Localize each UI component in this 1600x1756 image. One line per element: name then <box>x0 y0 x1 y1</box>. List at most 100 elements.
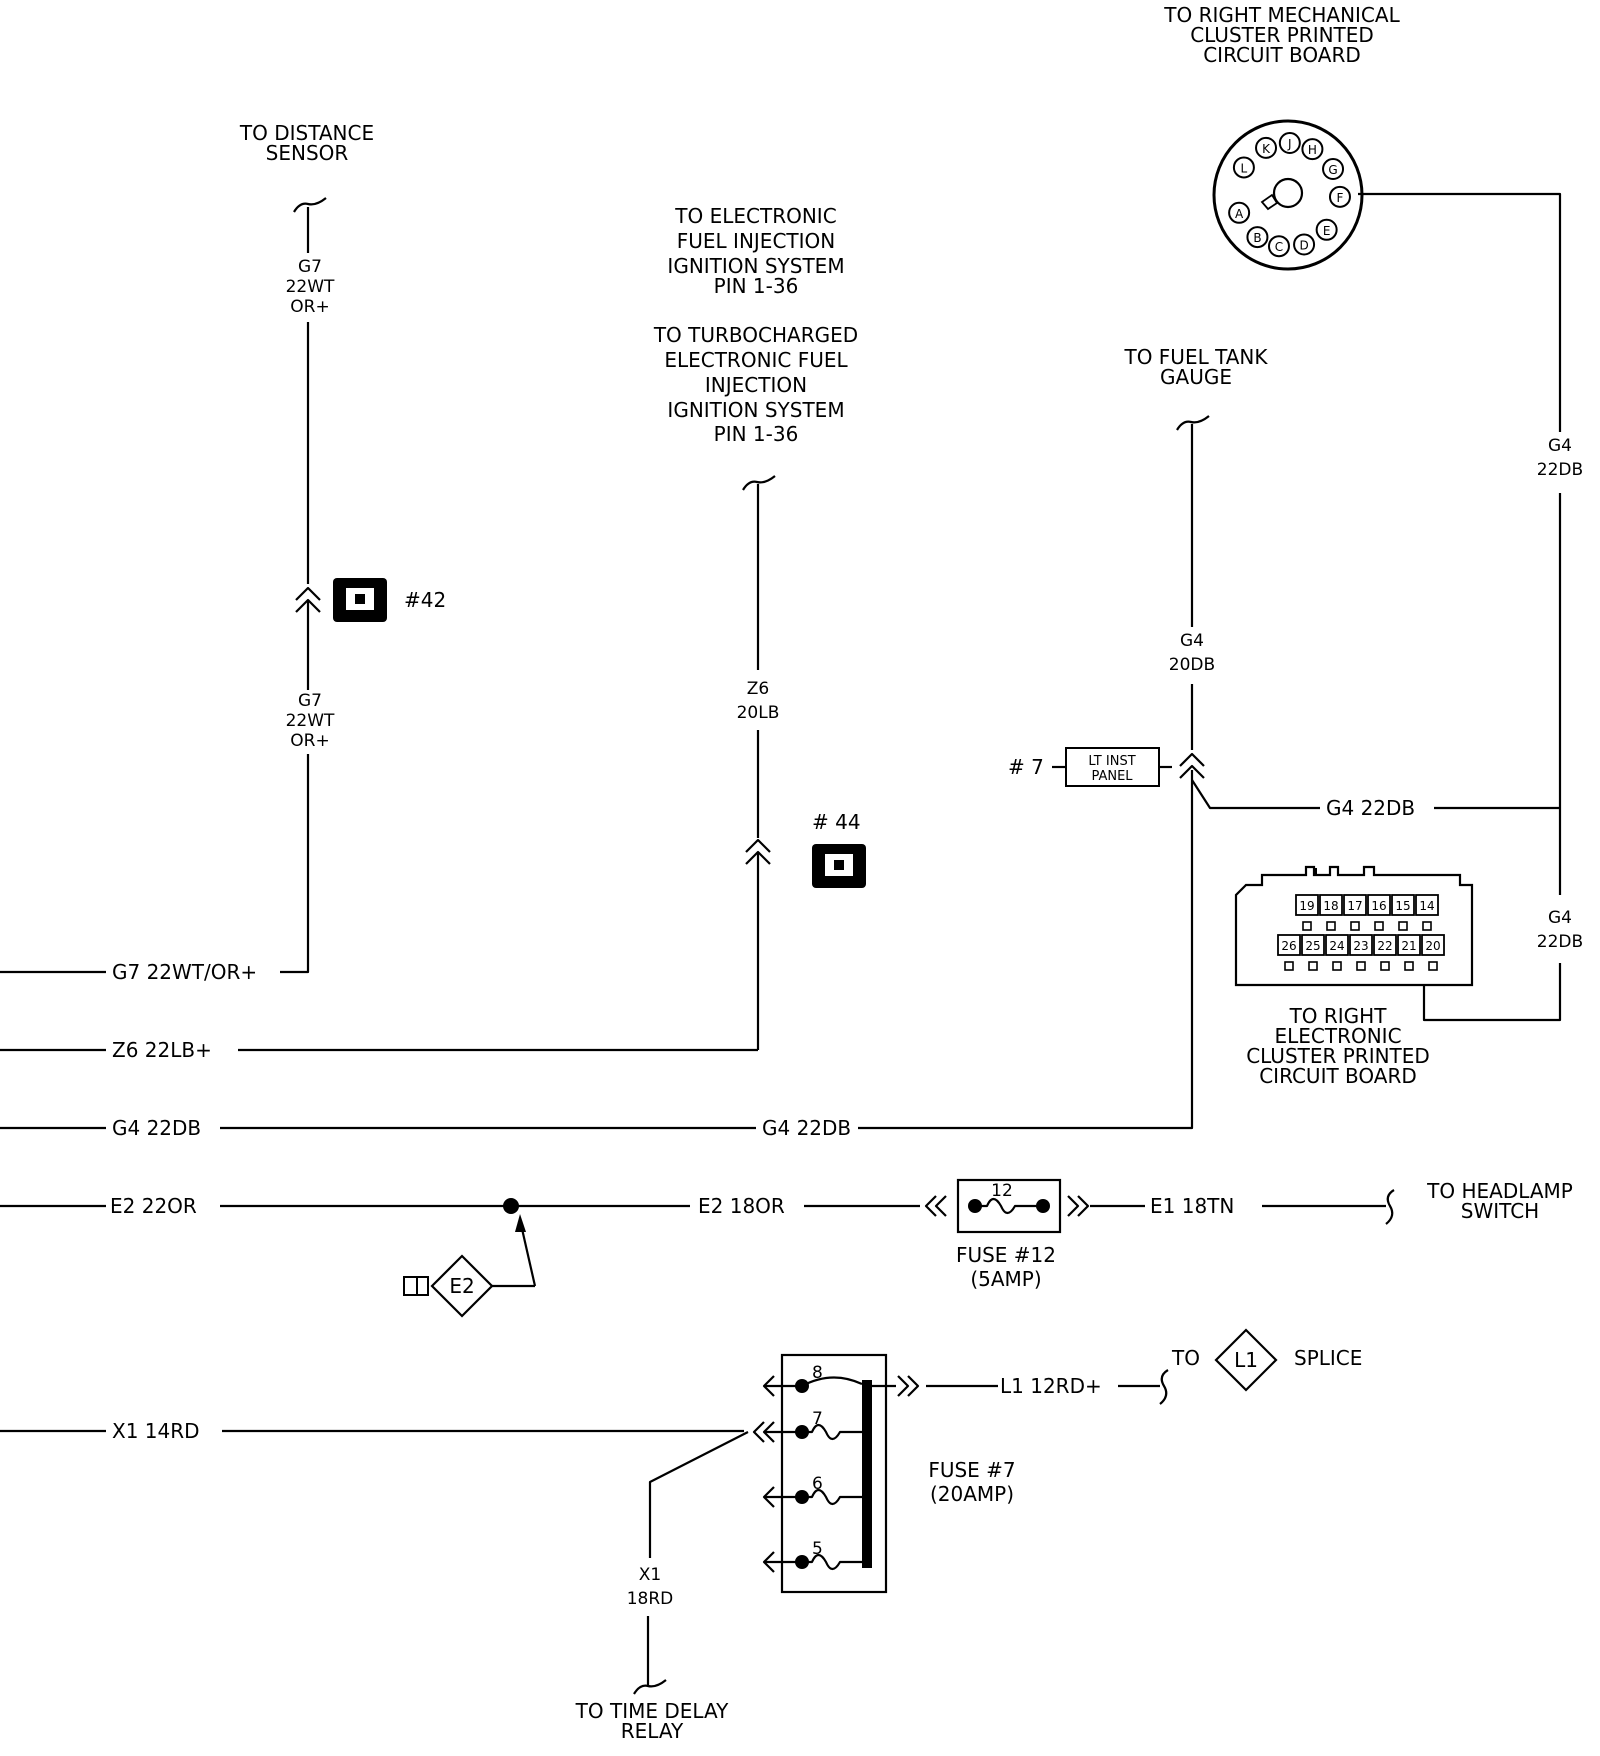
splice-label: SPLICE <box>1294 1346 1362 1370</box>
svg-text:18RD: 18RD <box>627 1589 674 1609</box>
ecu-pin-label-14: 14 <box>1419 899 1434 913</box>
ecu-socket-bottom <box>1332 961 1342 971</box>
e2-reference-diamond <box>430 1254 494 1318</box>
ecu-socket-top <box>1422 921 1432 931</box>
wire-label-e2-22or: E2 22OR <box>110 1194 197 1218</box>
svg-text:12: 12 <box>991 1181 1013 1201</box>
wire-label-x1-14rd: X1 14RD <box>112 1419 200 1443</box>
svg-text:Z6: Z6 <box>747 679 769 699</box>
ecu-pin-label-18: 18 <box>1323 899 1338 913</box>
ecu-pin-label-23: 23 <box>1353 939 1368 953</box>
round-pin-e <box>1315 218 1338 241</box>
ecu-socket-top <box>1326 921 1336 931</box>
round-pin-label-f: F <box>1337 191 1344 205</box>
round-pin-k <box>1255 136 1278 159</box>
round-pin-label-d: D <box>1299 238 1308 252</box>
connector-label-42: #42 <box>404 588 446 612</box>
efi-label-1: TO ELECTRONIC FUEL INJECTION IGNITION SY… <box>667 204 844 298</box>
ecu-pin-20 <box>1421 934 1445 956</box>
svg-text:GAUGE: GAUGE <box>1160 365 1232 389</box>
ecu-socket-bottom <box>1428 961 1438 971</box>
ecu-socket-bottom <box>1404 961 1414 971</box>
ecu-pin-label-22: 22 <box>1377 939 1392 953</box>
svg-text:TO RIGHT: TO RIGHT <box>1289 1004 1388 1028</box>
ecu-pin-label-16: 16 <box>1371 899 1386 913</box>
round-pin-h <box>1301 138 1324 161</box>
fuse-7-caption: FUSE #7 (20AMP) <box>928 1458 1015 1506</box>
svg-text:G4: G4 <box>1548 436 1572 456</box>
wire-label-z6-horizontal: Z6 22LB+ <box>112 1038 212 1062</box>
wire-label-g4-22db-right-top: G4 22DB <box>1537 436 1583 480</box>
svg-text:SENSOR: SENSOR <box>266 141 349 165</box>
round-pin-label-c: C <box>1275 240 1283 254</box>
svg-text:G4: G4 <box>1180 631 1204 651</box>
round-pin-g <box>1322 158 1345 180</box>
fuse-element <box>802 1423 862 1441</box>
fuse-cavity-number: 7 <box>812 1409 823 1429</box>
ecu-pin-label-20: 20 <box>1425 939 1440 953</box>
splice-dot-e2 <box>503 1198 519 1214</box>
round-pin-b <box>1246 226 1269 249</box>
svg-text:OR+: OR+ <box>290 731 329 751</box>
ecu-socket-top <box>1374 921 1384 931</box>
splice-to-label: TO <box>1171 1346 1200 1370</box>
round-pin-c <box>1267 235 1290 258</box>
ecu-pin-15 <box>1391 894 1415 916</box>
ecu-socket-bottom <box>1356 961 1366 971</box>
svg-text:RELAY: RELAY <box>621 1719 684 1743</box>
fuse-cavity-number: 6 <box>812 1474 823 1494</box>
wire-label-g7-lower: G7 22WT OR+ <box>286 691 335 751</box>
ecu-pin-label-25: 25 <box>1305 939 1320 953</box>
round-pin-label-e: E <box>1323 224 1331 238</box>
svg-text:20DB: 20DB <box>1169 655 1215 675</box>
svg-text:X1: X1 <box>639 1565 661 1585</box>
time-delay-relay-label: TO TIME DELAY RELAY <box>575 1699 729 1743</box>
round-pin-label-h: H <box>1308 143 1317 157</box>
lt-inst-panel-box <box>1065 747 1160 787</box>
ecu-socket-top <box>1302 921 1312 931</box>
svg-text:G7: G7 <box>298 257 322 277</box>
svg-text:TO TURBOCHARGED: TO TURBOCHARGED <box>653 323 858 347</box>
terminal-time-delay-relay <box>633 1679 667 1695</box>
svg-text:IGNITION SYSTEM: IGNITION SYSTEM <box>667 254 844 278</box>
wire-label-g7-horizontal: G7 22WT/OR+ <box>112 960 257 984</box>
svg-text:PIN 1-36: PIN 1-36 <box>714 274 799 298</box>
svg-text:INJECTION: INJECTION <box>705 373 807 397</box>
svg-text:FUEL INJECTION: FUEL INJECTION <box>677 229 835 253</box>
svg-text:20LB: 20LB <box>737 703 780 723</box>
svg-text:TO RIGHT MECHANICAL: TO RIGHT MECHANICAL <box>1163 3 1400 27</box>
svg-text:22DB: 22DB <box>1537 460 1583 480</box>
wire-label-g7-upper: G7 22WT OR+ <box>286 257 335 317</box>
svg-text:ELECTRONIC: ELECTRONIC <box>1274 1024 1401 1048</box>
svg-text:TO FUEL TANK: TO FUEL TANK <box>1123 345 1268 369</box>
svg-text:TO HEADLAMP: TO HEADLAMP <box>1426 1179 1573 1203</box>
ecu-pin-label-15: 15 <box>1395 899 1410 913</box>
wire-label-e2-18or: E2 18OR <box>698 1194 785 1218</box>
distance-sensor-label: TO DISTANCE SENSOR <box>239 121 374 165</box>
svg-text:OR+: OR+ <box>290 297 329 317</box>
fuse-cavity-number: 5 <box>812 1539 823 1559</box>
wire-label-g4-22db-center: G4 22DB <box>762 1116 851 1140</box>
ecu-socket-top <box>1398 921 1408 931</box>
terminal-splice-l1 <box>1159 1369 1169 1405</box>
round-pin-label-g: G <box>1328 163 1337 177</box>
ecu-socket-bottom <box>1380 961 1390 971</box>
svg-text:G7: G7 <box>298 691 322 711</box>
svg-text:TO DISTANCE: TO DISTANCE <box>239 121 374 145</box>
svg-text:(5AMP): (5AMP) <box>970 1267 1041 1291</box>
wire-g4-22db-right <box>1358 192 1562 432</box>
ecu-pin-22 <box>1373 934 1397 956</box>
wire-label-x1-18rd: X1 18RD <box>627 1565 674 1609</box>
svg-text:TO ELECTRONIC: TO ELECTRONIC <box>674 204 836 228</box>
wire-label-l1-12rd: L1 12RD+ <box>1000 1374 1102 1398</box>
fuse-element <box>801 1376 863 1387</box>
svg-text:(20AMP): (20AMP) <box>930 1482 1014 1506</box>
splice-l1-diamond <box>1214 1328 1278 1392</box>
svg-text:CLUSTER PRINTED: CLUSTER PRINTED <box>1246 1044 1430 1068</box>
ecu-pin-label-26: 26 <box>1281 939 1296 953</box>
fuse-element <box>802 1488 862 1506</box>
ecu-pin-26 <box>1277 934 1301 956</box>
